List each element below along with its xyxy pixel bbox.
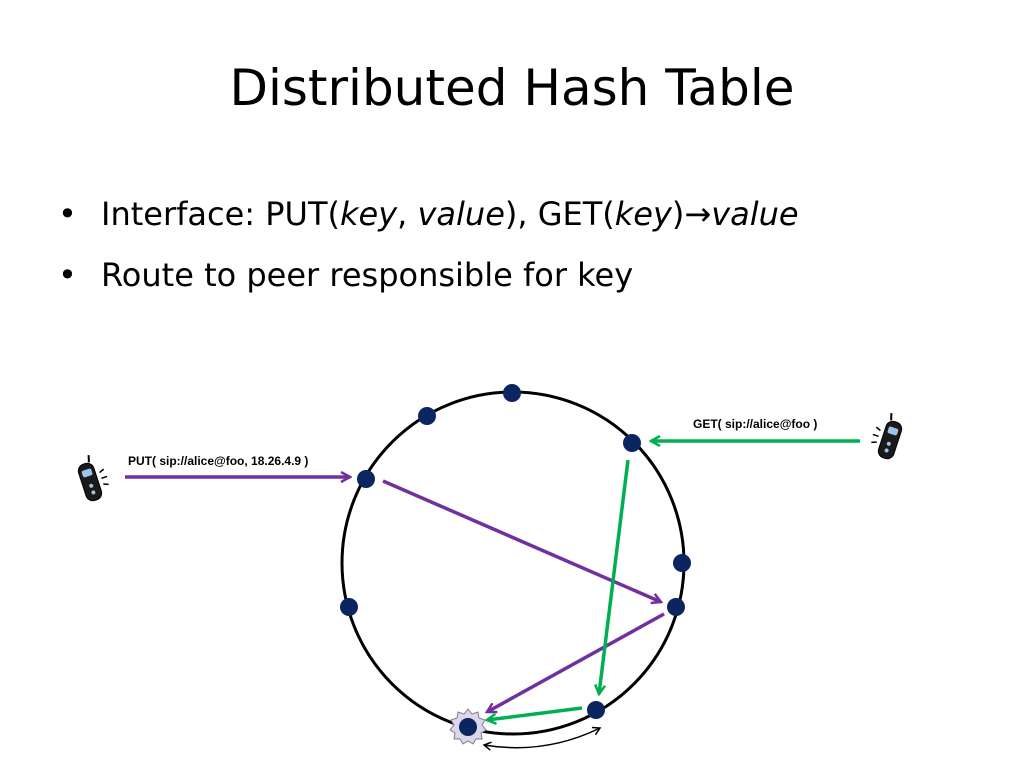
bullet-text-segment: )→ bbox=[671, 195, 712, 233]
peer-node bbox=[673, 554, 691, 572]
bullet-marker: • bbox=[58, 195, 77, 233]
bullet-list: • Interface: PUT(key, value), GET(key)→v… bbox=[58, 190, 799, 312]
peer-node bbox=[340, 598, 358, 616]
bullet-interface-text: Interface: PUT(key, value), GET(key)→val… bbox=[101, 195, 799, 233]
put-hop-arrow-1 bbox=[382, 479, 661, 602]
peer-node bbox=[623, 434, 641, 452]
bullet-text-segment: value bbox=[417, 195, 505, 233]
peer-node bbox=[418, 407, 436, 425]
peer-node bbox=[667, 598, 685, 616]
get-hop-arrow-2 bbox=[487, 706, 583, 720]
phone-icon bbox=[871, 413, 903, 460]
key-range-arc bbox=[482, 726, 602, 751]
bullet-text-segment: key bbox=[339, 195, 398, 233]
peer-node bbox=[357, 470, 375, 488]
phone-icon bbox=[77, 455, 109, 502]
bullet-route: • Route to peer responsible for key bbox=[58, 251, 799, 312]
put-hop-arrow-2 bbox=[487, 612, 665, 714]
bullet-route-text: Route to peer responsible for key bbox=[101, 256, 633, 294]
peer-node bbox=[503, 384, 521, 402]
get-hop-arrow-1 bbox=[599, 459, 630, 694]
put-label: PUT( sip://alice@foo, 18.26.4.9 ) bbox=[128, 454, 309, 468]
bullet-interface: • Interface: PUT(key, value), GET(key)→v… bbox=[58, 190, 799, 251]
bullet-text-segment: value bbox=[711, 195, 799, 233]
bullet-text-segment: Route to peer responsible for key bbox=[101, 256, 634, 294]
bullet-text-segment: Interface: PUT( bbox=[101, 195, 340, 233]
bullet-marker: • bbox=[58, 256, 77, 294]
slide-title: Distributed Hash Table bbox=[229, 59, 795, 117]
peer-node bbox=[587, 701, 605, 719]
bullet-text-segment: ), GET( bbox=[504, 195, 615, 233]
bullet-text-segment: key bbox=[614, 195, 672, 233]
get-label: GET( sip://alice@foo ) bbox=[693, 417, 818, 431]
bullet-text-segment: , bbox=[397, 195, 418, 233]
gear-icon bbox=[449, 708, 487, 745]
